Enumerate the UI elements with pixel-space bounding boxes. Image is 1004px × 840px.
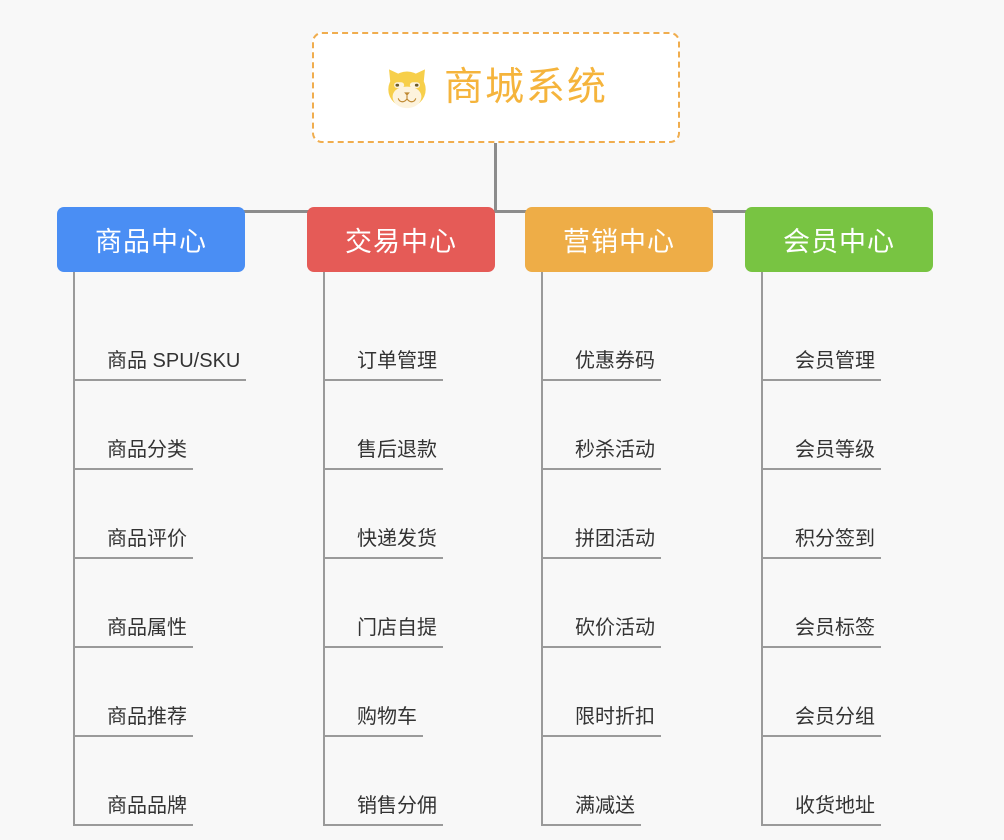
leaf-label: 售后退款 [325, 440, 443, 470]
leaf-item[interactable]: 积分签到 [763, 470, 945, 559]
leaf-item[interactable]: 收货地址 [763, 737, 945, 826]
leaf-item[interactable]: 会员等级 [763, 381, 945, 470]
branch-column-2: 交易中心 订单管理 售后退款 快递发货 门店自提 购物车 销售分佣 [307, 207, 507, 826]
leaf-label: 商品 SPU/SKU [75, 351, 247, 381]
root-node-mall-system[interactable]: 商城系统 [312, 32, 680, 143]
leaf-label: 限时折扣 [543, 707, 661, 737]
leaf-label: 快递发货 [325, 529, 443, 559]
leaf-item[interactable]: 会员管理 [763, 292, 945, 381]
leaf-item[interactable]: 销售分佣 [325, 737, 507, 826]
shiba-dog-face-icon [384, 65, 430, 111]
leaf-list-1: 商品 SPU/SKU 商品分类 商品评价 商品属性 商品推荐 商品品牌 [73, 272, 257, 826]
leaf-item[interactable]: 限时折扣 [543, 648, 725, 737]
leaf-item[interactable]: 门店自提 [325, 559, 507, 648]
leaf-label: 会员分组 [763, 707, 881, 737]
leaf-item[interactable]: 会员标签 [763, 559, 945, 648]
leaf-label: 商品评价 [75, 529, 193, 559]
leaf-list-2: 订单管理 售后退款 快递发货 门店自提 购物车 销售分佣 [323, 272, 507, 826]
leaf-label: 商品分类 [75, 440, 193, 470]
category-title-3: 营销中心 [563, 227, 675, 257]
leaf-item[interactable]: 订单管理 [325, 292, 507, 381]
leaf-list-4: 会员管理 会员等级 积分签到 会员标签 会员分组 收货地址 [761, 272, 945, 826]
leaf-item[interactable]: 商品属性 [75, 559, 257, 648]
category-title-4: 会员中心 [783, 227, 895, 257]
leaf-label: 商品品牌 [75, 796, 193, 826]
leaf-label: 门店自提 [325, 618, 443, 648]
branch-column-1: 商品中心 商品 SPU/SKU 商品分类 商品评价 商品属性 商品推荐 商品品牌 [57, 207, 257, 826]
root-title: 商城系统 [443, 66, 608, 109]
leaf-label: 会员管理 [763, 351, 881, 381]
leaf-label: 拼团活动 [543, 529, 661, 559]
category-box-2[interactable]: 交易中心 [307, 207, 495, 272]
category-title-1: 商品中心 [95, 227, 207, 257]
leaf-item[interactable]: 拼团活动 [543, 470, 725, 559]
leaf-item[interactable]: 优惠券码 [543, 292, 725, 381]
leaf-item[interactable]: 砍价活动 [543, 559, 725, 648]
leaf-item[interactable]: 商品评价 [75, 470, 257, 559]
leaf-item[interactable]: 商品 SPU/SKU [75, 292, 257, 381]
leaf-label: 优惠券码 [543, 351, 661, 381]
category-box-3[interactable]: 营销中心 [525, 207, 713, 272]
leaf-label: 购物车 [325, 707, 423, 737]
leaf-item[interactable]: 快递发货 [325, 470, 507, 559]
category-title-2: 交易中心 [345, 227, 457, 257]
category-box-1[interactable]: 商品中心 [57, 207, 245, 272]
leaf-label: 会员等级 [763, 440, 881, 470]
branch-column-4: 会员中心 会员管理 会员等级 积分签到 会员标签 会员分组 收货地址 [745, 207, 945, 826]
leaf-item[interactable]: 售后退款 [325, 381, 507, 470]
leaf-label: 商品推荐 [75, 707, 193, 737]
branch-column-3: 营销中心 优惠券码 秒杀活动 拼团活动 砍价活动 限时折扣 满减送 [525, 207, 725, 826]
leaf-label: 销售分佣 [325, 796, 443, 826]
leaf-list-3: 优惠券码 秒杀活动 拼团活动 砍价活动 限时折扣 满减送 [541, 272, 725, 826]
connector-root-vertical [494, 143, 497, 212]
leaf-label: 积分签到 [763, 529, 881, 559]
leaf-label: 秒杀活动 [543, 440, 661, 470]
leaf-item[interactable]: 满减送 [543, 737, 725, 826]
leaf-item[interactable]: 商品品牌 [75, 737, 257, 826]
leaf-label: 商品属性 [75, 618, 193, 648]
category-box-4[interactable]: 会员中心 [745, 207, 933, 272]
leaf-item[interactable]: 商品分类 [75, 381, 257, 470]
leaf-label: 砍价活动 [543, 618, 661, 648]
leaf-label: 满减送 [543, 796, 641, 826]
leaf-label: 收货地址 [763, 796, 881, 826]
leaf-item[interactable]: 秒杀活动 [543, 381, 725, 470]
leaf-item[interactable]: 会员分组 [763, 648, 945, 737]
leaf-item[interactable]: 购物车 [325, 648, 507, 737]
leaf-label: 订单管理 [325, 351, 443, 381]
leaf-item[interactable]: 商品推荐 [75, 648, 257, 737]
leaf-label: 会员标签 [763, 618, 881, 648]
